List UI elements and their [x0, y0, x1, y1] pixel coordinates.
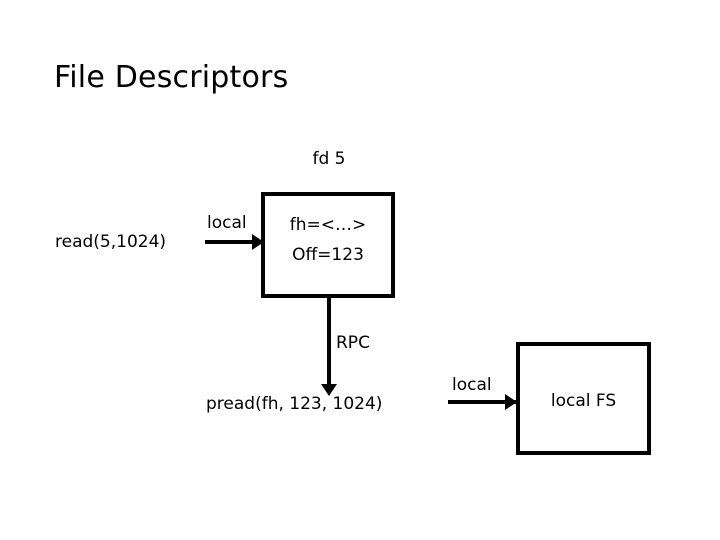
local-fs-box: local FS [516, 342, 651, 455]
fd-box-offset-label: Off=123 [292, 245, 364, 265]
rpc-label: RPC [336, 333, 370, 353]
local-transport-label-2: local [452, 375, 492, 395]
fd-box-fh-label: fh=<…> [289, 215, 367, 235]
arrow-rpc-downward [321, 297, 337, 396]
local-transport-label-1: local [207, 213, 247, 233]
fd-caption: fd 5 [312, 149, 346, 169]
file-descriptor-box: fh=<…> Off=123 [261, 192, 395, 298]
arrow-pread-to-local-fs [448, 394, 517, 410]
page-title: File Descriptors [54, 60, 289, 95]
read-call-label: read(5,1024) [55, 232, 167, 252]
arrow-read-to-fd-box [205, 234, 264, 250]
local-fs-label: local FS [550, 391, 617, 411]
pread-call-label: pread(fh, 123, 1024) [206, 394, 383, 414]
